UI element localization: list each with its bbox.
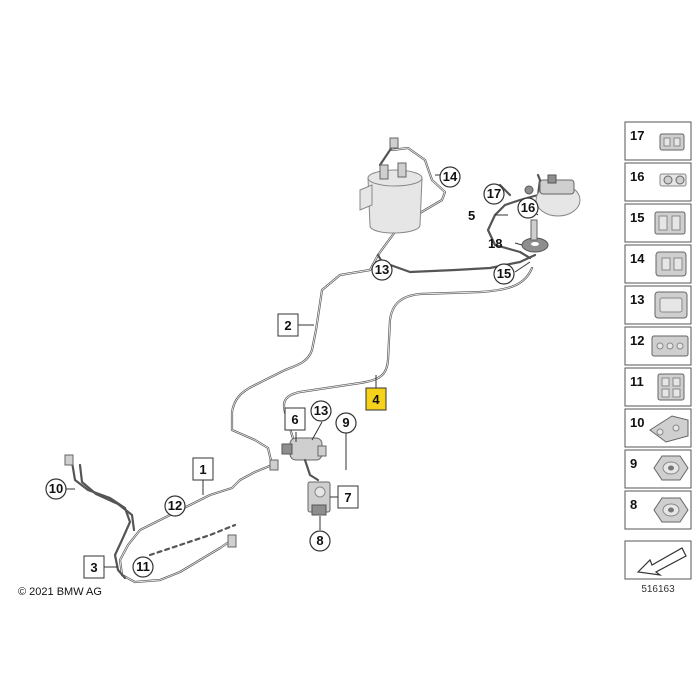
callout-2[interactable]	[277, 313, 299, 337]
svg-text:15: 15	[630, 210, 644, 225]
line-3b[interactable]	[78, 463, 136, 532]
callout-18-text[interactable]: 18	[488, 236, 502, 251]
nut-8-icon	[653, 497, 689, 523]
line-dashed	[148, 523, 237, 557]
callout-16[interactable]	[517, 197, 539, 219]
svg-text:14: 14	[630, 251, 645, 266]
callout-11[interactable]	[132, 556, 154, 578]
svg-text:10: 10	[630, 415, 644, 430]
callout-11-text: 11	[136, 559, 150, 574]
callout-4-highlighted[interactable]	[365, 387, 387, 411]
callout-2-text: 2	[284, 318, 291, 333]
svg-text:13: 13	[630, 292, 644, 307]
callout-1[interactable]	[192, 457, 214, 481]
svg-text:8: 8	[630, 497, 637, 512]
sidebar-item-14[interactable]: 14	[624, 244, 692, 284]
sidebar-item-9[interactable]: 9	[624, 449, 692, 489]
callout-1-text: 1	[199, 462, 206, 477]
clip-16-icon	[659, 173, 687, 187]
callout-6-text: 6	[291, 412, 298, 427]
sidebar-item-10[interactable]: 10	[624, 408, 692, 448]
callout-14-text: 14	[443, 169, 458, 184]
callout-9[interactable]	[335, 412, 357, 434]
callout-13-lower-text: 13	[314, 403, 328, 418]
callout-8[interactable]	[309, 530, 331, 552]
svg-text:16: 16	[630, 169, 644, 184]
callout-8-text: 8	[316, 533, 323, 548]
callout-4-text: 4	[372, 392, 380, 407]
callout-5-text[interactable]: 5	[468, 208, 475, 223]
callout-3[interactable]	[83, 555, 105, 579]
sidebar-arrow-cell[interactable]	[624, 540, 692, 580]
callout-15-text: 15	[497, 266, 511, 281]
clip-13-icon	[654, 291, 688, 319]
callout-13-upper[interactable]	[371, 259, 393, 281]
fuel-filter-component[interactable]	[281, 437, 327, 482]
pipe-lines	[70, 138, 542, 584]
callout-13-upper-text: 13	[375, 262, 389, 277]
sidebar-item-11[interactable]: 11	[624, 367, 692, 407]
clip-11-icon	[657, 373, 685, 401]
callout-17[interactable]	[483, 183, 505, 205]
clip-12-icon	[651, 335, 689, 357]
callout-10-text: 10	[49, 481, 63, 496]
callout-16-text: 16	[521, 200, 535, 215]
fuel-pump-component[interactable]	[524, 174, 581, 217]
callout-12-text: 12	[168, 498, 182, 513]
callout-7[interactable]	[337, 485, 359, 509]
callout-labels: 14 17 16 5 18 15 13 2 4 6 13 9	[45, 166, 539, 579]
callout-10[interactable]	[45, 478, 67, 500]
callout-3-text: 3	[90, 560, 97, 575]
callout-12[interactable]	[164, 495, 186, 517]
sidebar-item-8[interactable]: 8	[624, 490, 692, 530]
line-3[interactable]	[70, 460, 132, 580]
svg-text:17: 17	[630, 128, 644, 143]
svg-text:11: 11	[630, 374, 644, 389]
drawing-number: 516163	[641, 584, 675, 595]
clip-17-icon	[659, 133, 685, 151]
sidebar-item-12[interactable]: 12	[624, 326, 692, 366]
line-5[interactable]	[486, 173, 542, 260]
callout-6[interactable]	[284, 407, 306, 431]
leader-lines	[65, 174, 539, 568]
sidebar-item-15[interactable]: 15	[624, 203, 692, 243]
grommet-component[interactable]	[521, 219, 549, 253]
bracket-component[interactable]	[307, 481, 331, 516]
callout-13-lower[interactable]	[310, 400, 332, 422]
callout-15[interactable]	[493, 263, 515, 285]
callout-14[interactable]	[439, 166, 461, 188]
clip-10-icon	[649, 415, 689, 443]
svg-text:12: 12	[630, 333, 644, 348]
clip-15-icon	[654, 211, 686, 235]
clip-14-icon	[655, 251, 687, 277]
sidebar-item-16[interactable]: 16	[624, 162, 692, 202]
callout-9-text: 9	[342, 415, 349, 430]
callout-17-text: 17	[487, 186, 501, 201]
parts-sidebar: 17 16 15	[624, 121, 692, 595]
nut-9-icon	[653, 455, 689, 481]
svg-text:9: 9	[630, 456, 637, 471]
connectors	[64, 137, 399, 548]
arrow-down-left-icon	[636, 547, 687, 576]
callout-7-text: 7	[344, 490, 351, 505]
sidebar-item-13[interactable]: 13	[624, 285, 692, 325]
copyright-text: © 2021 BMW AG	[18, 586, 102, 598]
canister-component[interactable]	[359, 162, 423, 234]
sidebar-item-17[interactable]: 17	[624, 121, 692, 161]
